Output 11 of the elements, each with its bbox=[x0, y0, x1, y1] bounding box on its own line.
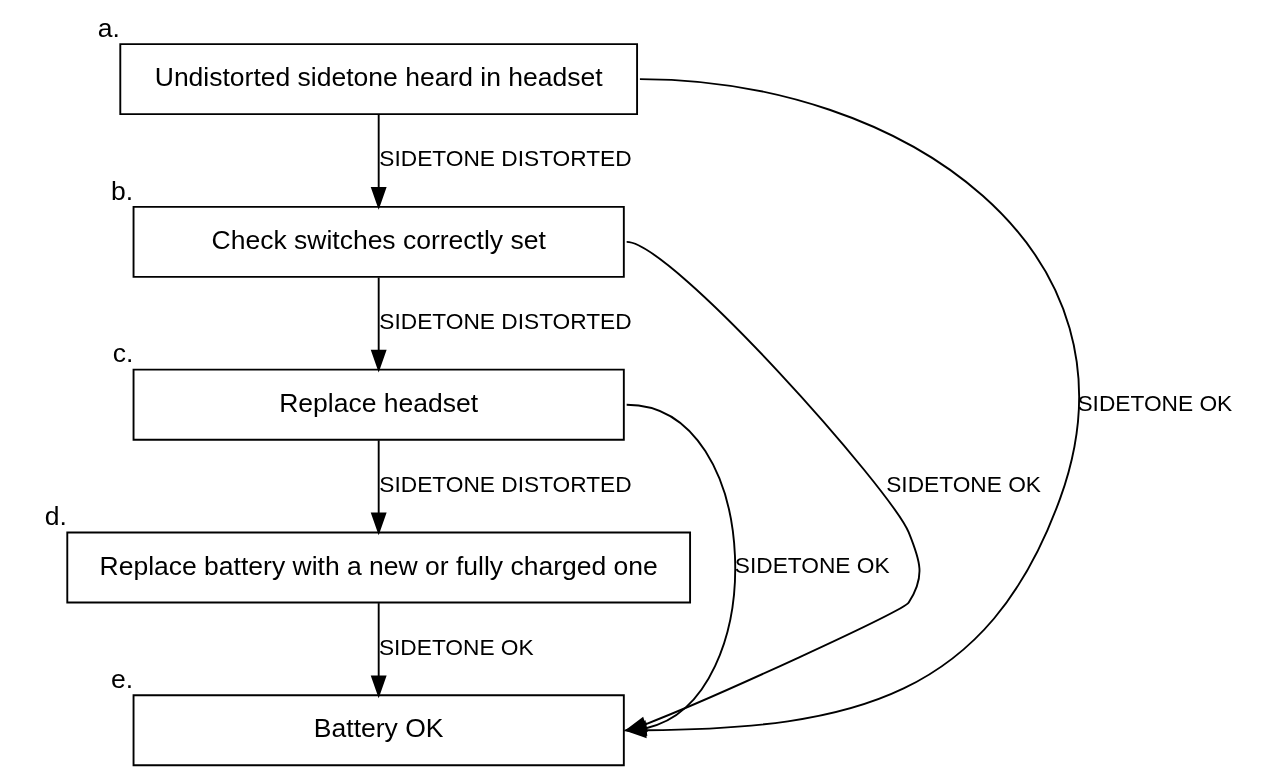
node-label: e. bbox=[110, 664, 133, 695]
node-label: d. bbox=[44, 501, 67, 532]
edge-label: SIDETONE OK bbox=[885, 470, 1041, 497]
edge-label: SIDETONE OK bbox=[378, 633, 534, 660]
node-label: c. bbox=[112, 338, 133, 369]
node-label: b. bbox=[110, 175, 133, 206]
edge-label: SIDETONE DISTORTED bbox=[378, 145, 632, 172]
node-label: a. bbox=[97, 12, 120, 43]
edge-label: SIDETONE OK bbox=[734, 552, 890, 579]
edge-label: SIDETONE DISTORTED bbox=[378, 470, 632, 497]
edge-label: SIDETONE DISTORTED bbox=[378, 308, 632, 335]
